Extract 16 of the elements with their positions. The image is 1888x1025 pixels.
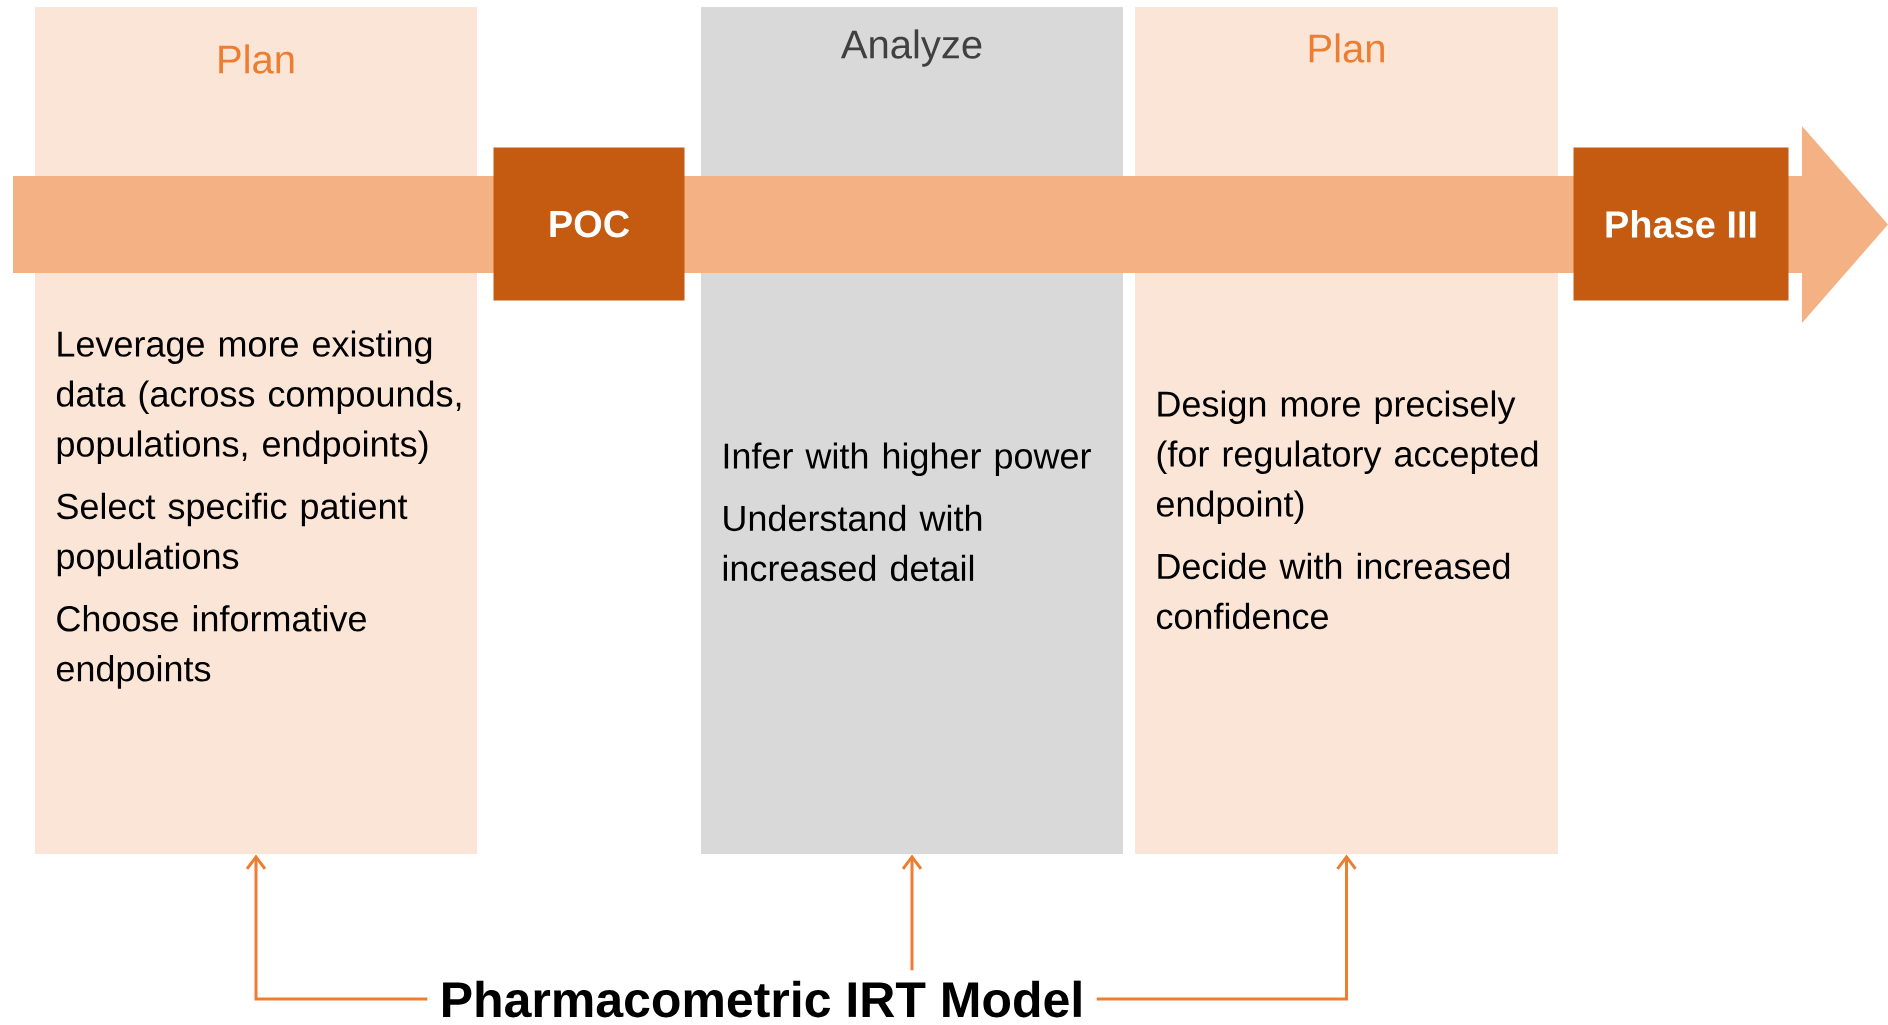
panel-heading: Plan — [1309, 33, 1384, 63]
panel-heading: Plan — [219, 44, 294, 74]
arrow — [1096, 854, 1357, 1001]
body-text: Decide with increased confidence — [1156, 552, 1510, 630]
body-text: Choose informative endpoints — [56, 605, 366, 689]
milestone-box: POC — [493, 147, 685, 301]
panel-heading: Analyze — [840, 29, 982, 67]
body-text: Leverage more existing data (across compounds, populations, endpoints) — [56, 330, 461, 464]
arrow — [245, 854, 428, 1001]
body-text: Design more precisely (for regulatory accepted endpoint) — [1156, 390, 1538, 524]
milestone-box: Phase III — [1573, 147, 1789, 301]
arrow — [901, 854, 923, 971]
body-text: Infer with higher power — [724, 442, 1091, 476]
model-label: Pharmacometric IRT Model — [443, 980, 1081, 1018]
body-text: Understand with increased detail — [723, 504, 982, 582]
body-text: Select specific patient populations — [57, 492, 408, 577]
